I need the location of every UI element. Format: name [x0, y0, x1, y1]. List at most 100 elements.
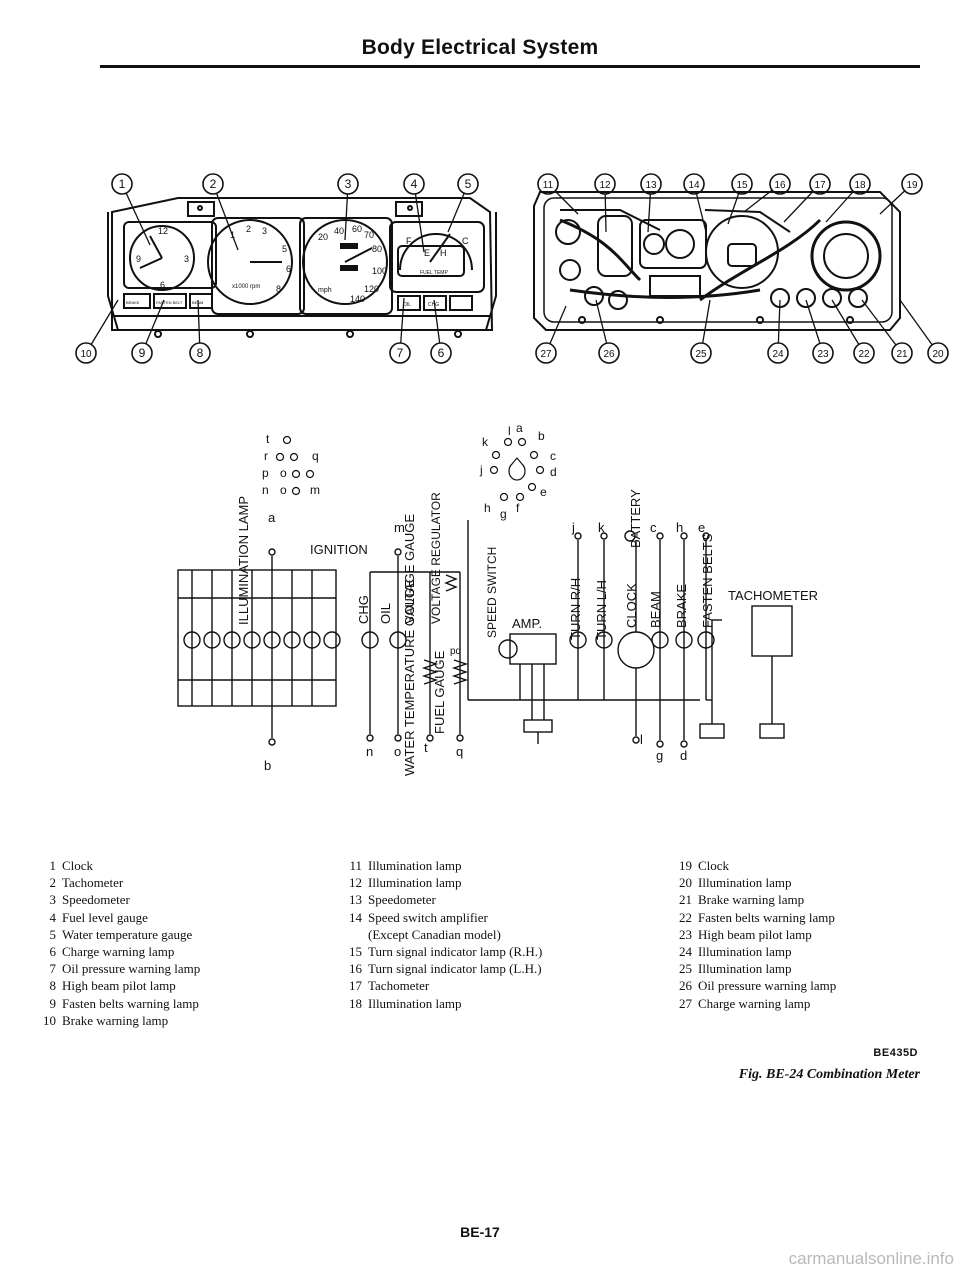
legend-text: Illumination lamp [698, 961, 792, 977]
callout-leader-line [861, 299, 903, 354]
chg-label: CHG [356, 595, 371, 624]
connector-pin: o [280, 483, 287, 497]
voltage-gauge-label: VOLTAGE GAUGE [402, 514, 417, 624]
pin-k: k [598, 520, 605, 535]
legend-text: Illumination lamp [698, 944, 792, 960]
callout-number: 15 [736, 180, 748, 191]
callout-number: 12 [599, 180, 611, 191]
legend-text: Brake warning lamp [62, 1012, 169, 1028]
callout-circle [769, 173, 791, 195]
callout-number: 6 [438, 346, 445, 360]
meter-face-labels: 12 3 6 9 1 2 3 5 6 8 x1000 rpm 20 40 60 … [126, 224, 469, 308]
lamp-label: OIL [403, 302, 411, 308]
figure-caption: Fig. BE-24 Combination Meter [738, 1067, 920, 1082]
connector-pin: m [310, 483, 320, 497]
callout-circle [131, 342, 153, 364]
legend-number: 7 [49, 961, 57, 977]
tach-unit: x1000 rpm [232, 284, 260, 290]
callout-number: 8 [197, 346, 204, 360]
callout-leader-line [899, 299, 939, 354]
callout-circle [75, 342, 97, 364]
connector-pin: e [540, 485, 547, 499]
speedo-number: 140 [350, 294, 365, 304]
watermark: carmanualsonline.info [788, 1249, 954, 1268]
connector-pin: c [550, 449, 556, 463]
pin-m: m [394, 520, 405, 535]
lamp-label: BRAKE [126, 300, 140, 305]
callout-circle [640, 173, 662, 195]
wiring-schematic [177, 520, 793, 748]
legend-number: 3 [49, 892, 57, 908]
lamp-label: FASTEN BELT [156, 300, 183, 305]
page-title: Body Electrical System [361, 36, 599, 59]
legend-text: Illumination lamp [368, 875, 462, 891]
callout-number: 13 [645, 180, 657, 191]
fuel-label: F [406, 236, 412, 246]
legend-item: 12 Illumination lamp [340, 874, 542, 891]
callout-circle [598, 342, 620, 364]
legend-number: 22 [679, 909, 692, 925]
callout-number: 17 [814, 180, 826, 191]
connector-pin: h [484, 501, 491, 515]
callout-leader-line [413, 183, 425, 253]
legend-number: 26 [679, 978, 692, 994]
connector-pin: d [550, 465, 557, 479]
beam-label: BEAM [648, 591, 663, 628]
legend-text: Speedometer [62, 892, 130, 908]
legend-number: 11 [349, 858, 362, 873]
callout-circle [927, 342, 949, 364]
fasten-belts-label: FASTEN BELTS [700, 533, 715, 628]
callout-circle [767, 342, 789, 364]
brake-label: BRAKE [674, 584, 689, 628]
legend-text: Tachometer [368, 978, 430, 994]
clock-label: CLOCK [624, 583, 639, 628]
fuel-label: E [424, 248, 430, 258]
tachometer-label: TACHOMETER [728, 588, 818, 603]
legend-number: 10 [43, 1012, 56, 1028]
callout-circle [853, 342, 875, 364]
ignition-label: IGNITION [310, 542, 368, 557]
callout-number: 9 [139, 346, 146, 360]
connector-pin: n [262, 483, 269, 497]
clock-number: 3 [184, 254, 189, 264]
legend-number: 12 [349, 875, 362, 891]
legend-number: 6 [49, 944, 57, 960]
lamp-row-left [183, 631, 341, 649]
legend-text: Oil pressure warning lamp [698, 978, 837, 994]
tach-number: 1 [230, 230, 235, 240]
speedo-number: 70 [364, 230, 374, 240]
legend-number: 2 [49, 875, 57, 891]
voltage-regulator-label: VOLTAGE REGULATOR [429, 492, 443, 624]
callout-number: 2 [210, 177, 217, 191]
schematic-labels: ILLUMINATION LAMP a b IGNITION m CHG OIL… [236, 489, 818, 776]
connector-pin-diagram: t r p n o q o m l a b k c j d e h g f [262, 421, 557, 521]
legend-number: 5 [49, 926, 57, 942]
callout-number: 1 [119, 177, 126, 191]
callout-circle [403, 173, 425, 195]
callout-circle [537, 173, 559, 195]
legend-text: Speedometer [368, 892, 436, 908]
callout-number: 18 [854, 180, 866, 191]
callout-leader-line [121, 183, 151, 246]
pin-n: n [366, 744, 373, 759]
oil-label: OIL [378, 603, 393, 624]
callout-number: 25 [695, 349, 707, 360]
tach-number: 2 [246, 224, 251, 234]
callout-number: 7 [397, 346, 404, 360]
fuel-temp-label: FUEL TEMP [420, 270, 448, 276]
pin-a: a [268, 510, 276, 525]
legend-text: Fasten belts warning lamp [62, 995, 199, 1011]
legend-text: Illumination lamp [368, 995, 462, 1011]
legend-number: 1 [49, 858, 57, 873]
